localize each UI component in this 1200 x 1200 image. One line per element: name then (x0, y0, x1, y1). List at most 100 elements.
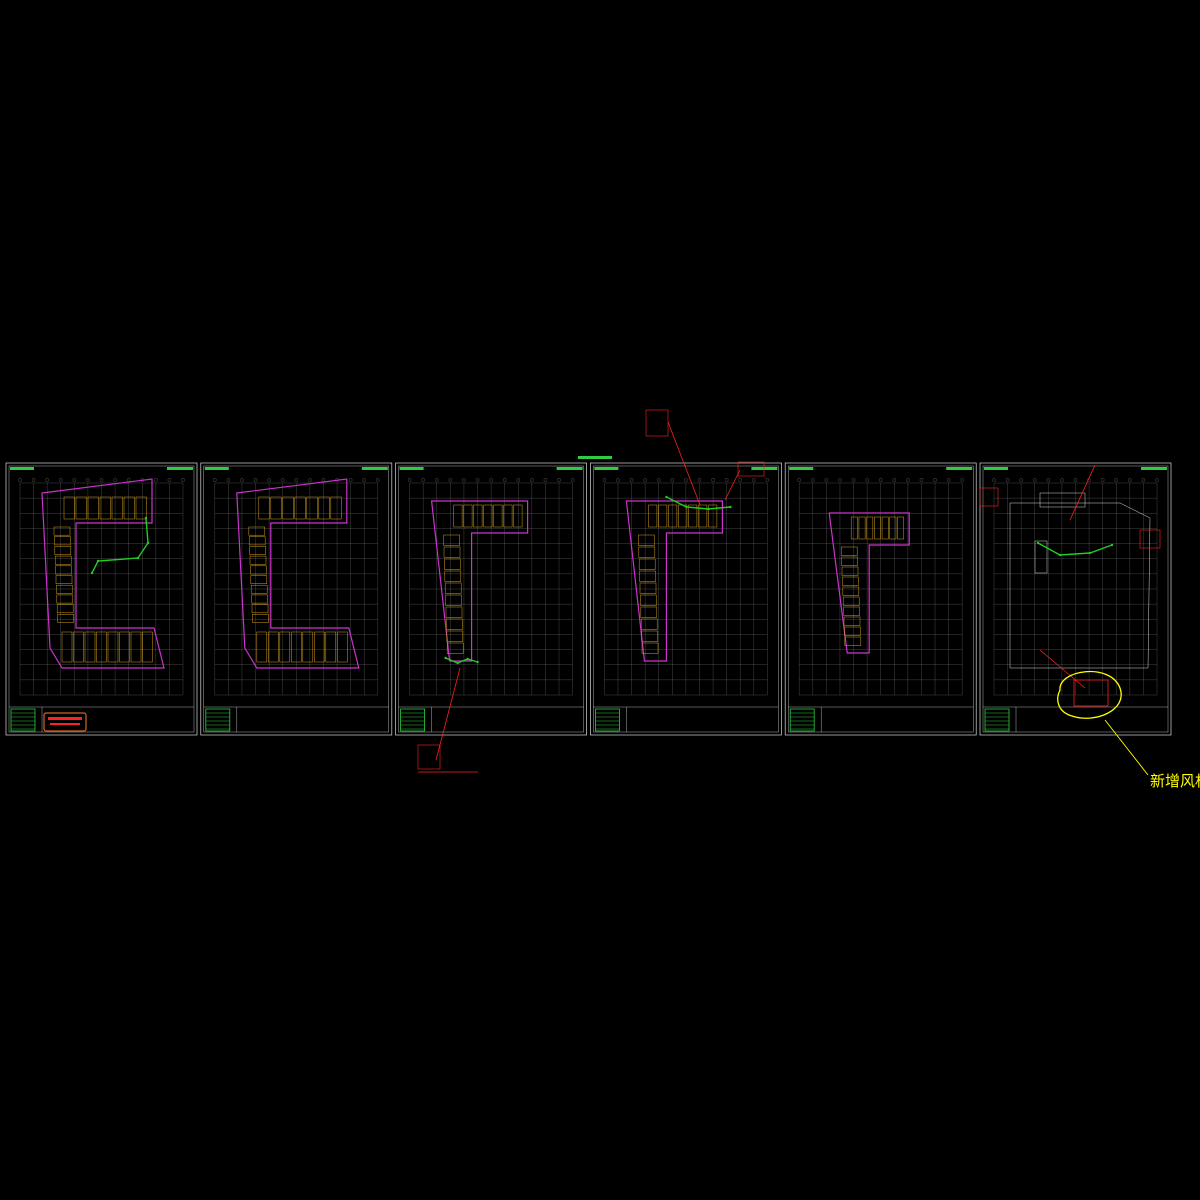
room (56, 584, 73, 594)
building-outline (236, 478, 360, 669)
room (135, 496, 147, 520)
duct-fitting (146, 541, 150, 545)
room (668, 504, 678, 528)
room (444, 570, 462, 582)
room (850, 516, 858, 540)
room (889, 516, 897, 540)
sheet-frame (200, 462, 393, 736)
duct-fitting (444, 656, 447, 660)
rooms (53, 496, 153, 663)
room (314, 631, 325, 663)
room (249, 555, 267, 565)
sheet-inner-frame (593, 465, 779, 733)
room (866, 516, 874, 540)
room (493, 504, 503, 528)
drawing-sheets (5, 462, 1172, 736)
axis-grid (407, 478, 575, 696)
room (119, 631, 130, 663)
axis-grid (797, 478, 964, 696)
room (503, 504, 513, 528)
roof-outline (1009, 502, 1151, 669)
room (248, 536, 266, 546)
room (250, 575, 268, 584)
room (130, 631, 142, 663)
new-fan-leader-line (1104, 719, 1149, 776)
room (252, 614, 269, 623)
ductwork (665, 495, 732, 511)
rooms (638, 504, 718, 654)
room (337, 631, 348, 663)
duct-run (1037, 542, 1113, 556)
room (306, 496, 318, 520)
room (698, 504, 708, 528)
room (61, 631, 73, 663)
sheet-header-mark (204, 467, 229, 470)
room (445, 606, 463, 618)
room (55, 575, 73, 584)
room (841, 556, 858, 566)
room (843, 616, 861, 626)
room (325, 631, 337, 663)
room (844, 626, 861, 636)
sheet-header-mark (594, 467, 619, 470)
room (463, 504, 473, 528)
room (54, 546, 72, 555)
sheet-header-mark (10, 467, 34, 470)
floor-plan (625, 500, 723, 662)
room (251, 594, 268, 604)
new-fan-callout-label: 新增风机 (1150, 772, 1200, 790)
room (251, 604, 269, 614)
building-outline (625, 500, 723, 662)
room (111, 496, 123, 520)
room (513, 504, 523, 528)
sheet-header-mark (789, 467, 814, 470)
duct-fitting (456, 661, 459, 665)
building-outline (41, 478, 165, 669)
room (897, 516, 904, 540)
legend-line (50, 723, 80, 725)
annotation-note-sheet4b (737, 461, 765, 477)
duct-fitting (136, 556, 140, 560)
roof-structure (1039, 492, 1086, 508)
room (842, 596, 860, 606)
floor-plan (1009, 492, 1151, 669)
axis-grid (213, 478, 380, 696)
duct-fitting (707, 507, 710, 511)
leader-line-sheet4b (724, 469, 741, 501)
room (842, 586, 860, 596)
ductwork (444, 656, 479, 665)
room (844, 636, 862, 646)
duct-fitting (144, 516, 148, 520)
ductwork (1036, 541, 1114, 557)
duct-fitting (476, 660, 479, 664)
room (843, 606, 860, 616)
sheet-6 (979, 462, 1172, 736)
axis-grid (18, 478, 185, 696)
room (840, 546, 858, 556)
room (302, 631, 314, 663)
room (841, 566, 859, 576)
sheet-2 (200, 462, 393, 736)
room (250, 565, 267, 575)
room (688, 504, 698, 528)
room (639, 570, 656, 582)
sheet-4 (590, 462, 782, 736)
leader-line-new-fan (1039, 649, 1086, 689)
annotation-note-sheet4 (645, 409, 669, 437)
room (249, 546, 266, 555)
axis-grid (992, 478, 1159, 696)
drawing-header-mark (578, 456, 612, 459)
building-outline (828, 512, 910, 654)
room (640, 618, 658, 630)
room (268, 631, 279, 663)
sheet-number-mark (167, 467, 193, 470)
room (270, 496, 282, 520)
room (250, 584, 268, 594)
annotation-note-sheet3 (417, 744, 441, 770)
sheet-5 (784, 462, 977, 736)
leader-line-sheet3 (435, 667, 461, 761)
annotation-note-sheet6 (979, 487, 999, 507)
sheet-frame (979, 462, 1172, 736)
duct-fitting (90, 571, 94, 575)
